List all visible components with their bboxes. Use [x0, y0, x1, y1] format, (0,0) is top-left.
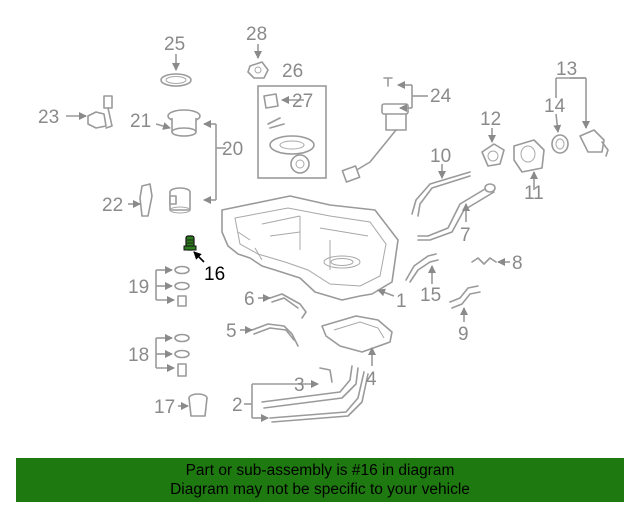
callout-24: 24 [430, 86, 452, 107]
part-20-pump [169, 187, 191, 214]
callout-1: 1 [396, 291, 407, 312]
parts-diagram: 1 2 3 4 5 6 7 8 9 10 11 12 13 14 15 16 1… [38, 24, 609, 423]
part-12-ring [481, 128, 505, 167]
callout-27: 27 [292, 91, 313, 112]
callout-25: 25 [164, 34, 185, 55]
callout-5: 5 [226, 321, 237, 342]
part-17-bushing [178, 393, 208, 417]
callout-12: 12 [480, 109, 501, 130]
part-19-hardware [155, 265, 190, 307]
callout-1-leader [377, 288, 395, 297]
part-25-gasket [160, 54, 192, 87]
fuel-tank-part [221, 195, 399, 301]
callout-6: 6 [244, 289, 255, 310]
part-16-highlighted [183, 235, 197, 251]
callout-15: 15 [420, 285, 441, 306]
part-8-clip [471, 257, 510, 266]
part-26-assembly [257, 85, 327, 179]
callout-7: 7 [460, 225, 471, 246]
part-5-strap [240, 323, 299, 347]
part-22-bracket [128, 183, 153, 217]
part-13-cap [555, 77, 609, 157]
callout-9: 9 [458, 324, 469, 345]
part-11-housing [513, 139, 545, 190]
callout-16-leader [193, 251, 205, 263]
part-18-hardware [155, 333, 190, 377]
part-28-clip [247, 44, 269, 79]
callout-28: 28 [246, 24, 267, 45]
callout-13: 13 [556, 59, 577, 80]
part-2-3-straps [244, 365, 369, 423]
callout-14: 14 [544, 96, 566, 117]
callout-20-bracket [203, 120, 226, 204]
callout-labels: 1 2 3 4 5 6 7 8 9 10 11 12 13 14 15 16 1… [38, 24, 577, 418]
callout-19: 19 [128, 277, 149, 298]
callout-3: 3 [294, 375, 305, 396]
callout-11: 11 [524, 183, 544, 204]
callout-20: 20 [222, 139, 243, 160]
part-21-flange [155, 109, 201, 137]
callout-16: 16 [204, 264, 225, 285]
banner-line-1: Part or sub-assembly is #16 in diagram [185, 462, 455, 479]
part-14-gasket [551, 113, 569, 154]
callout-23: 23 [38, 107, 59, 128]
part-24-sender [341, 77, 428, 183]
callout-26: 26 [282, 61, 303, 82]
callout-22: 22 [102, 195, 123, 216]
callout-8: 8 [512, 253, 523, 274]
part-23-pump-sender [66, 95, 113, 129]
callout-10: 10 [430, 146, 451, 167]
callout-17: 17 [154, 397, 175, 418]
part-9-hose [449, 285, 481, 322]
callout-2: 2 [232, 395, 243, 416]
callout-4: 4 [366, 369, 377, 390]
part-4-shield [321, 315, 393, 366]
part-10-pipe [411, 164, 471, 217]
banner-line-2: Diagram may not be specific to your vehi… [170, 481, 470, 498]
info-banner: Part or sub-assembly is #16 in diagram D… [16, 458, 624, 502]
part-15-hose [405, 253, 439, 284]
part-6-strap [258, 293, 307, 319]
callout-21: 21 [130, 111, 151, 132]
part-7-pipe [417, 183, 496, 241]
callout-18: 18 [128, 345, 149, 366]
